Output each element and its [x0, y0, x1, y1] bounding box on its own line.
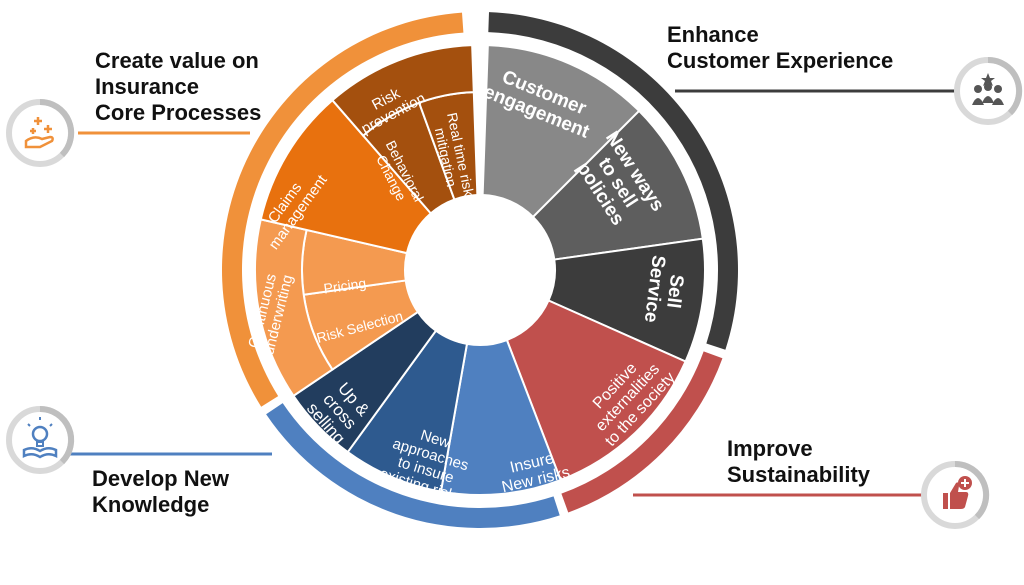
group-title-sustainability: Improve Sustainability	[727, 436, 871, 487]
group-title-core-processes: Create value on Insurance Core Processes	[95, 48, 262, 125]
hand-sparkle-icon	[6, 98, 75, 167]
label-line: Sell	[662, 273, 687, 309]
thumbs-up-plus-icon	[921, 460, 990, 529]
segment-customer-engagement	[481, 44, 641, 219]
people-star-icon	[954, 56, 1023, 125]
segment-sell-service	[547, 237, 706, 363]
outer-arc-sustainability	[561, 351, 723, 513]
segment-new-ways-to-sell	[531, 109, 704, 261]
segment-risk-prevention	[330, 44, 475, 138]
connector-lines	[70, 89, 955, 497]
group-title-new-knowledge: Develop New Knowledge	[92, 466, 229, 517]
segment-positive-externalities	[505, 299, 687, 482]
label-line: Pricing	[323, 275, 368, 297]
group-icons	[6, 56, 1023, 529]
group-title-customer-experience: Enhance Customer Experience	[667, 22, 894, 73]
outer-arcs	[221, 12, 738, 528]
outer-arc-core-processes	[221, 12, 464, 407]
lightbulb-book-icon	[6, 405, 75, 474]
wheel-segments	[254, 44, 706, 496]
outer-arc-new-knowledge	[266, 403, 560, 528]
segment-claims-management	[259, 98, 433, 255]
label-pricing: Pricing	[323, 275, 368, 297]
wheel-center	[406, 196, 554, 344]
